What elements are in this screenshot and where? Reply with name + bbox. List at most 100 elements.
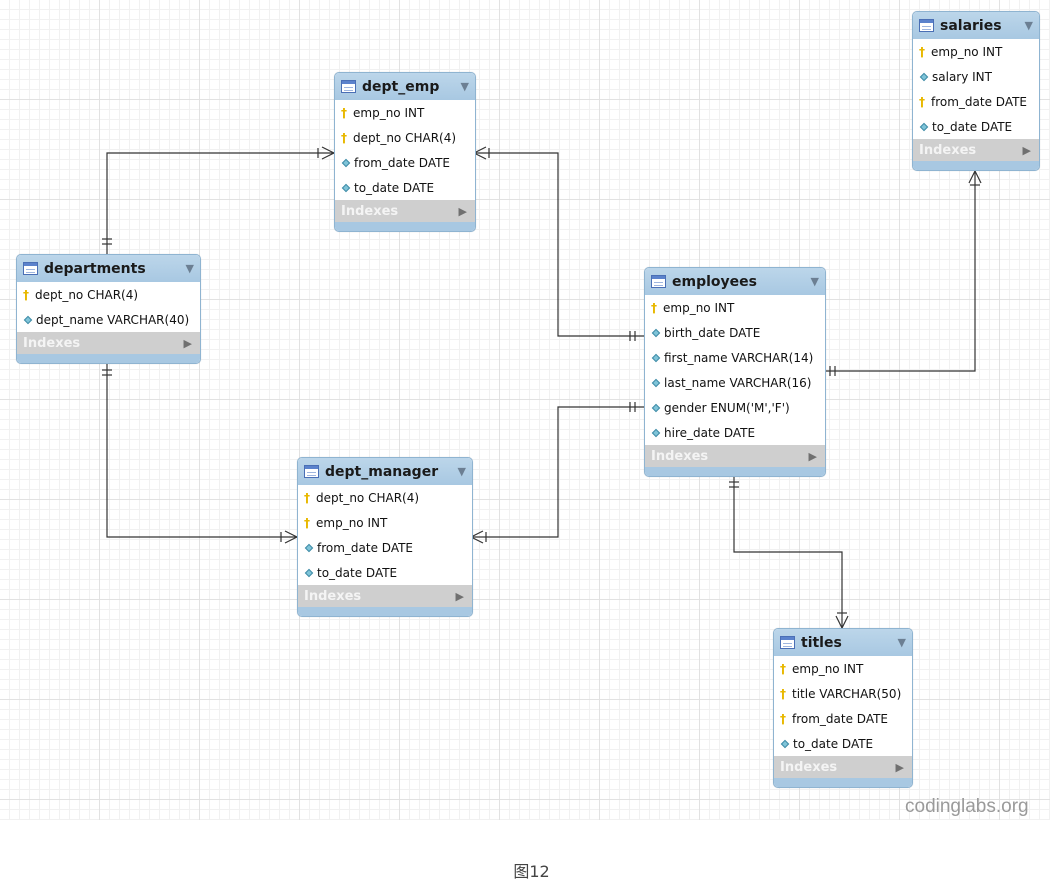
triangle-down-icon[interactable]: ▼: [457, 465, 466, 478]
column-label: from_date DATE: [354, 155, 451, 170]
column-label: emp_no INT: [931, 44, 1003, 59]
column-label: gender ENUM('M','F'): [664, 400, 790, 415]
triangle-down-icon[interactable]: ▼: [897, 636, 906, 649]
column-row[interactable]: to_date DATE: [913, 114, 1039, 139]
indexes-label: Indexes: [651, 448, 709, 464]
indexes-bar[interactable]: Indexes ▶: [335, 200, 475, 222]
column-label: birth_date DATE: [664, 325, 761, 340]
column-row[interactable]: last_name VARCHAR(16): [645, 370, 825, 395]
table-titles[interactable]: titles▼†emp_no INT†title VARCHAR(50)†fro…: [773, 628, 913, 788]
column-row[interactable]: †emp_no INT: [645, 295, 825, 320]
column-label: first_name VARCHAR(14): [664, 350, 814, 365]
diamond-icon: [304, 543, 314, 553]
key-icon: †: [304, 515, 310, 530]
table-header[interactable]: salaries ▼: [913, 12, 1039, 39]
triangle-right-icon[interactable]: ▶: [895, 760, 904, 774]
diamond-icon: [651, 428, 661, 438]
table-name: salaries: [940, 17, 1002, 34]
column-row[interactable]: salary INT: [913, 64, 1039, 89]
triangle-down-icon[interactable]: ▼: [810, 275, 819, 288]
watermark: codinglabs.org: [905, 796, 1029, 817]
column-row[interactable]: † emp_no INT: [335, 100, 475, 125]
table-dept-emp[interactable]: dept_emp ▼ † emp_no INT †dept_no CHAR(4) from…: [334, 72, 476, 232]
diamond-icon: [919, 122, 929, 132]
indexes-bar[interactable]: Indexes ▶: [645, 445, 825, 467]
column-row[interactable]: gender ENUM('M','F'): [645, 395, 825, 420]
column-row[interactable]: birth_date DATE: [645, 320, 825, 345]
table-header[interactable]: departments▼: [17, 255, 200, 282]
table-icon: [919, 19, 934, 32]
table-name: dept_emp: [362, 78, 440, 95]
column-row[interactable]: † emp_no INT: [913, 39, 1039, 64]
column-label: last_name VARCHAR(16): [664, 375, 812, 390]
key-icon: †: [23, 287, 29, 302]
diamond-icon: [23, 315, 33, 325]
triangle-down-icon[interactable]: ▼: [460, 80, 469, 93]
key-icon: †: [341, 130, 347, 145]
indexes-bar[interactable]: Indexes▶: [298, 585, 472, 607]
triangle-right-icon[interactable]: ▶: [808, 449, 817, 463]
indexes-label: Indexes: [919, 142, 977, 158]
figure-caption: 图12: [513, 862, 550, 881]
table-footer: [645, 467, 825, 476]
diamond-icon: [780, 739, 790, 749]
key-icon: †: [919, 44, 925, 59]
column-row[interactable]: † dept_no CHAR(4): [17, 282, 200, 307]
column-row[interactable]: from_date DATE: [298, 535, 472, 560]
column-row[interactable]: †from_date DATE: [774, 706, 912, 731]
column-row[interactable]: from_date DATE: [335, 150, 475, 175]
column-label: emp_no INT: [353, 105, 425, 120]
table-salaries[interactable]: salaries ▼ † emp_no INT salary INT†from_date…: [912, 11, 1040, 171]
column-row[interactable]: †emp_no INT: [298, 510, 472, 535]
indexes-bar[interactable]: Indexes▶: [17, 332, 200, 354]
column-row[interactable]: †dept_no CHAR(4): [335, 125, 475, 150]
column-row[interactable]: dept_name VARCHAR(40): [17, 307, 200, 332]
triangle-right-icon[interactable]: ▶: [455, 589, 464, 603]
diamond-icon: [651, 353, 661, 363]
column-row[interactable]: †dept_no CHAR(4): [298, 485, 472, 510]
table-footer: [774, 778, 912, 787]
key-icon: †: [341, 105, 347, 120]
indexes-bar[interactable]: Indexes▶: [774, 756, 912, 778]
table-departments[interactable]: departments▼ † dept_no CHAR(4) dept_name VA…: [16, 254, 201, 364]
rel-employees-dept-emp: [473, 146, 644, 341]
key-icon: †: [780, 686, 786, 701]
diamond-icon: [341, 183, 351, 193]
column-row[interactable]: hire_date DATE: [645, 420, 825, 445]
table-header[interactable]: employees▼: [645, 268, 825, 295]
diamond-icon: [341, 158, 351, 168]
diamond-icon: [651, 378, 661, 388]
triangle-down-icon[interactable]: ▼: [185, 262, 194, 275]
table-name: dept_manager: [325, 463, 439, 480]
table-dept-manager[interactable]: dept_manager ▼ †dept_no CHAR(4)†emp_no INT…: [297, 457, 473, 617]
table-header[interactable]: titles▼: [774, 629, 912, 656]
indexes-label: Indexes: [341, 203, 399, 219]
diagram-canvas: [0, 0, 1050, 820]
column-label: from_date DATE: [931, 94, 1028, 109]
rel-employees-titles: [729, 476, 849, 629]
column-row[interactable]: to_date DATE: [298, 560, 472, 585]
table-employees[interactable]: employees▼†emp_no INT birth_date DATE firs…: [644, 267, 826, 477]
column-label: dept_no CHAR(4): [35, 287, 139, 302]
column-label: to_date DATE: [317, 565, 398, 580]
triangle-right-icon[interactable]: ▶: [458, 204, 467, 218]
column-row[interactable]: first_name VARCHAR(14): [645, 345, 825, 370]
triangle-right-icon[interactable]: ▶: [183, 336, 192, 350]
column-row[interactable]: †emp_no INT: [774, 656, 912, 681]
table-icon: [341, 80, 356, 93]
column-row[interactable]: †title VARCHAR(50): [774, 681, 912, 706]
triangle-right-icon[interactable]: ▶: [1022, 143, 1031, 157]
key-icon: †: [780, 711, 786, 726]
key-icon: †: [304, 490, 310, 505]
indexes-bar[interactable]: Indexes ▶: [913, 139, 1039, 161]
triangle-down-icon[interactable]: ▼: [1024, 19, 1033, 32]
table-header[interactable]: dept_emp ▼: [335, 73, 475, 100]
table-footer: [335, 222, 475, 231]
column-label: emp_no INT: [792, 661, 864, 676]
column-row[interactable]: to_date DATE: [774, 731, 912, 756]
column-row[interactable]: †from_date DATE: [913, 89, 1039, 114]
column-row[interactable]: to_date DATE: [335, 175, 475, 200]
table-icon: [23, 262, 38, 275]
table-header[interactable]: dept_manager ▼: [298, 458, 472, 485]
